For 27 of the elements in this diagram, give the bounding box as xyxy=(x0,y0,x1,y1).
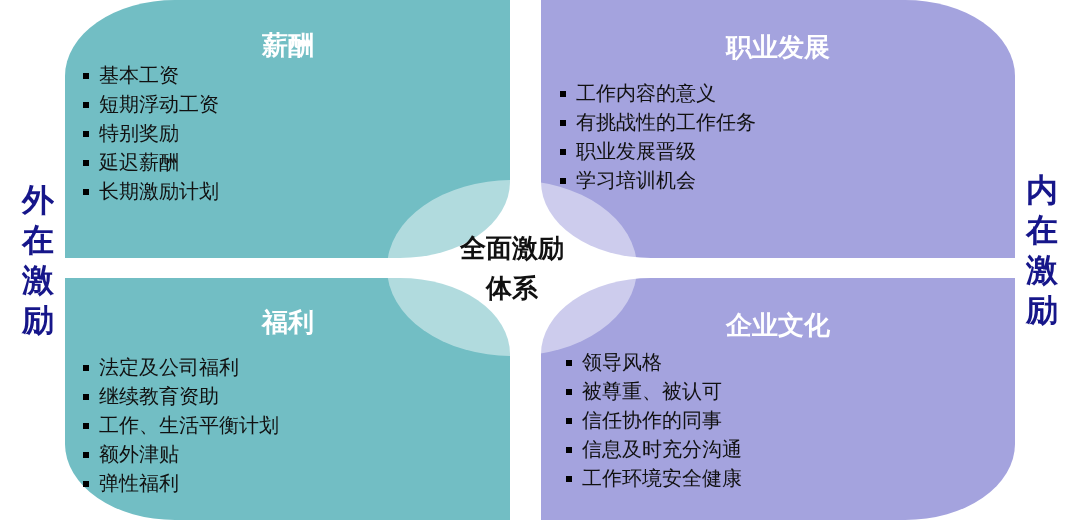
bullet-item: 继续教育资助 xyxy=(83,383,219,409)
bullet-item: 长期激励计划 xyxy=(83,178,219,204)
panel-heading: 企业文化 xyxy=(726,309,830,341)
bullet-item: 弹性福利 xyxy=(83,470,179,496)
bullet-item: 基本工资 xyxy=(83,62,179,88)
panel-heading: 薪酬 xyxy=(261,29,314,61)
quadrant-panel xyxy=(541,278,1015,520)
bullet-item: 被尊重、被认可 xyxy=(566,378,722,404)
bullet-item: 有挑战性的工作任务 xyxy=(560,109,756,135)
side-label: 内在激励 xyxy=(1025,170,1059,330)
center-title: 全面激励体系 xyxy=(459,232,565,305)
bullet-item: 延迟薪酬 xyxy=(83,149,179,175)
bullet-item: 职业发展晋级 xyxy=(560,138,696,164)
bullet-item: 工作内容的意义 xyxy=(560,80,716,106)
side-label: 外在激励 xyxy=(21,180,55,340)
bullet-item: 工作环境安全健康 xyxy=(566,465,742,491)
panel-heading: 福利 xyxy=(261,306,314,338)
panel-heading: 职业发展 xyxy=(726,31,830,63)
bullet-item: 额外津贴 xyxy=(83,441,179,467)
bullet-item: 信任协作的同事 xyxy=(566,407,722,433)
bullet-item: 特别奖励 xyxy=(83,120,179,146)
bullet-item: 学习培训机会 xyxy=(560,167,696,193)
bullet-item: 短期浮动工资 xyxy=(83,91,219,117)
bullet-item: 领导风格 xyxy=(566,349,662,375)
bullet-item: 法定及公司福利 xyxy=(83,354,239,380)
bullet-item: 工作、生活平衡计划 xyxy=(83,412,279,438)
bullet-item: 信息及时充分沟通 xyxy=(566,436,742,462)
